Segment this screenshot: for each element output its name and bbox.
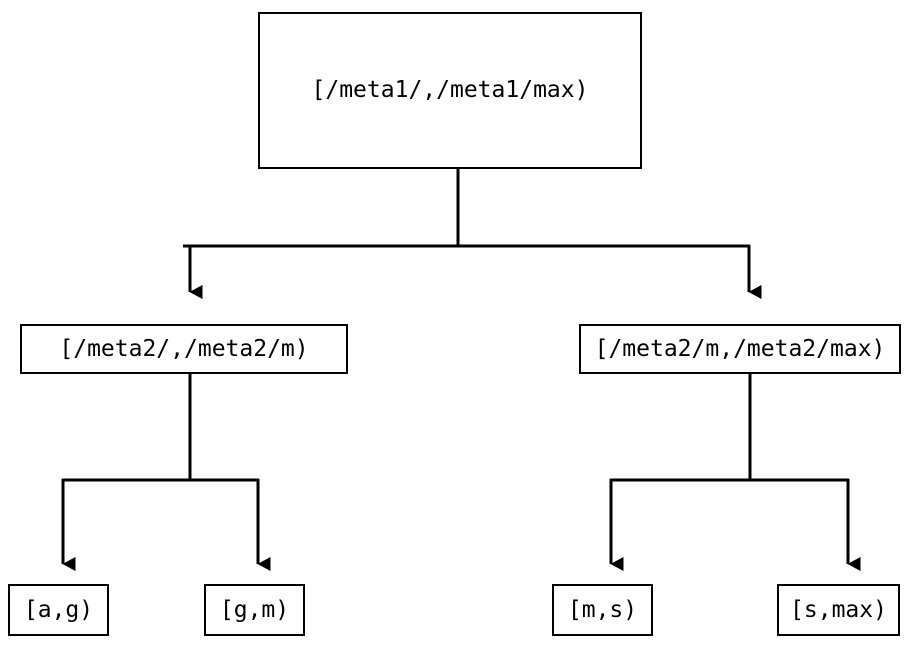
- tree-node-leaf-smax-label: [s,max): [790, 596, 887, 623]
- tree-node-leaf-gm-label: [g,m): [219, 596, 290, 623]
- edge-root-to-level1-bus: [183, 169, 750, 248]
- tree-node-leaf-ms[interactable]: [m,s): [552, 584, 653, 636]
- tree-node-mid-left-label: [/meta2/,/meta2/m): [59, 335, 309, 362]
- tree-node-root[interactable]: [/meta1/,/meta1/max): [258, 12, 642, 169]
- tree-node-mid-right[interactable]: [/meta2/m,/meta2/max): [579, 324, 901, 374]
- tree-node-leaf-ms-label: [m,s): [567, 596, 638, 623]
- tree-node-leaf-gm[interactable]: [g,m): [204, 584, 305, 636]
- tree-node-mid-right-label: [/meta2/m,/meta2/max): [594, 335, 886, 362]
- tree-node-mid-left[interactable]: [/meta2/,/meta2/m): [20, 324, 348, 374]
- tree-node-leaf-smax[interactable]: [s,max): [777, 584, 900, 636]
- tree-node-leaf-ag-label: [a,g): [23, 596, 94, 623]
- edge-mid-left-to-level2-bus: [62, 374, 259, 482]
- tree-node-root-label: [/meta1/,/meta1/max): [311, 77, 589, 103]
- edge-mid-right-to-level2-bus: [610, 374, 849, 482]
- tree-node-leaf-ag[interactable]: [a,g): [8, 584, 109, 636]
